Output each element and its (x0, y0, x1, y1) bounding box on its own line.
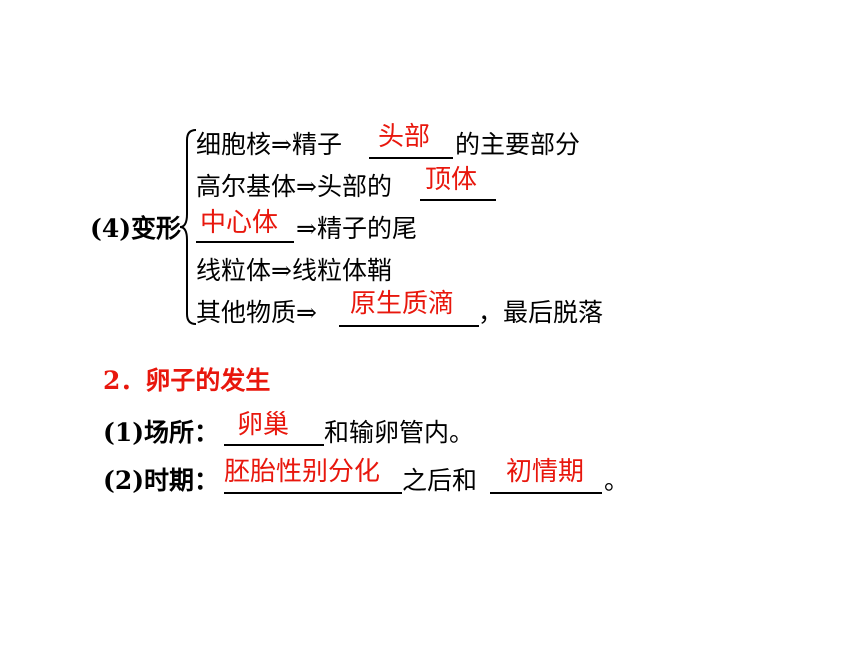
row1-answer: 头部 (378, 122, 431, 152)
row4-text: 线粒体⇒线粒体鞘 (196, 256, 392, 285)
line1-answer: 卵巢 (237, 410, 290, 440)
row1-blank (369, 157, 453, 159)
line2-answer-2: 初情期 (506, 457, 585, 487)
row5-blank (339, 325, 479, 327)
left-brace-icon (179, 129, 197, 325)
line2-blank-1 (224, 492, 402, 494)
row2-answer: 顶体 (425, 165, 478, 195)
line1-text-post: 和输卵管内。 (324, 418, 475, 447)
line2-blank-2 (490, 492, 602, 494)
row5-text-post: ，最后脱落 (478, 298, 604, 327)
row1-text-post: 的主要部分 (455, 130, 581, 159)
row5-answer: 原生质滴 (350, 289, 455, 319)
row3-blank (196, 241, 294, 243)
row2-text-pre: 高尔基体⇒头部的 (196, 172, 392, 201)
row2-blank (420, 199, 496, 201)
line2-answer-1: 胚胎性别分化 (224, 457, 381, 487)
section4-label: (4)变形 (90, 214, 182, 243)
section2-heading: 2．卵子的发生 (103, 366, 271, 395)
line1-blank (224, 444, 324, 446)
row3-text-post: ⇒精子的尾 (296, 214, 417, 243)
line2-text-post: 。 (604, 466, 630, 495)
line2-label: (2)时期： (103, 466, 220, 495)
row5-text-pre: 其他物质⇒ (196, 298, 317, 327)
row3-answer: 中心体 (200, 208, 279, 238)
row1-text-pre: 细胞核⇒精子 (196, 130, 342, 159)
line2-text-mid: 之后和 (402, 466, 478, 495)
line1-label: (1)场所： (103, 418, 220, 447)
